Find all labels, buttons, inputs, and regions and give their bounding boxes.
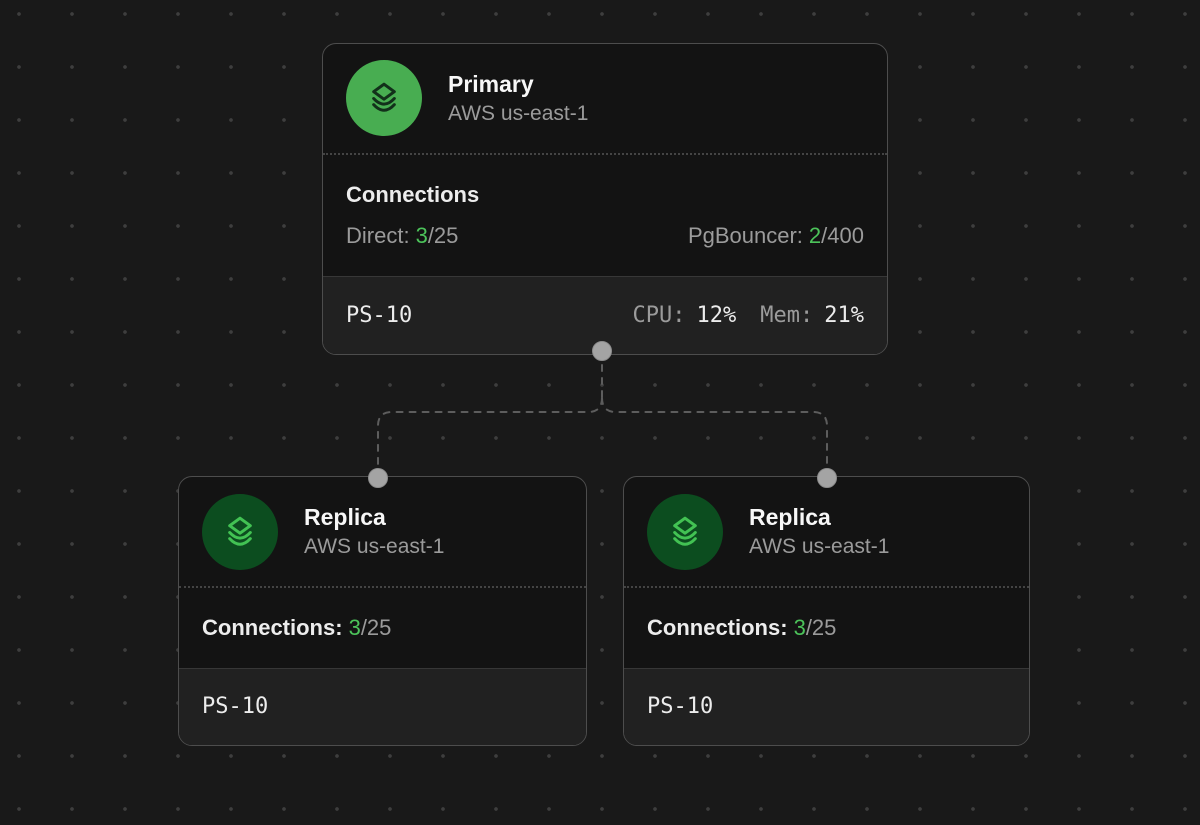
pgbouncer-max: /400: [821, 222, 864, 248]
edge-primary-to-replica-left: [377, 397, 603, 471]
node-region: AWS us-east-1: [304, 535, 445, 559]
direct-label: Direct:: [346, 222, 410, 248]
pgbouncer-current: 2: [808, 222, 822, 248]
replica-node-right[interactable]: Replica AWS us-east-1 Connections:3/25 P…: [623, 476, 1030, 746]
replica-left-body: Connections:3/25: [179, 588, 586, 667]
connections-label: Connections:: [202, 614, 343, 640]
direct-connections-metric: Direct:3/25: [346, 223, 458, 249]
replica-left-titles: Replica AWS us-east-1: [304, 504, 444, 560]
resource-stats: CPU: 12% Mem: 21%: [633, 303, 864, 328]
connections-metric: Connections:3/25: [202, 615, 563, 641]
replica-node-left[interactable]: Replica AWS us-east-1 Connections:3/25 P…: [178, 476, 587, 746]
pgbouncer-label: PgBouncer:: [687, 222, 803, 248]
connections-current: 3: [793, 614, 806, 640]
primary-node[interactable]: Primary AWS us-east-1 Connections Direct…: [322, 43, 888, 355]
layers-icon: [346, 60, 422, 137]
direct-current: 3: [415, 222, 428, 248]
direct-max: /25: [427, 222, 459, 248]
replica-right-target-handle[interactable]: [817, 468, 837, 488]
cpu-label: CPU:: [632, 303, 686, 329]
replica-left-header: Replica AWS us-east-1: [179, 477, 586, 589]
primary-node-header: Primary AWS us-east-1: [323, 44, 887, 155]
connections-row: Direct:3/25 PgBouncer:2/400: [346, 223, 864, 249]
node-title: Primary: [448, 70, 534, 97]
cpu-value: 12%: [696, 303, 737, 329]
connections-current: 3: [348, 614, 361, 640]
layers-icon: [647, 493, 723, 570]
connections-metric: Connections:3/25: [647, 615, 1006, 641]
replica-right-header: Replica AWS us-east-1: [624, 477, 1029, 589]
node-region: AWS us-east-1: [448, 101, 589, 125]
connections-max: /25: [360, 614, 392, 640]
layers-icon: [202, 493, 278, 570]
primary-node-titles: Primary AWS us-east-1: [448, 71, 588, 127]
connections-max: /25: [805, 614, 837, 640]
connections-heading: Connections: [346, 181, 480, 207]
mem-value: 21%: [824, 303, 864, 329]
node-title: Replica: [304, 503, 386, 530]
connections-label: Connections:: [647, 614, 788, 640]
replica-left-target-handle[interactable]: [368, 468, 388, 488]
instance-size-badge: PS-10: [647, 694, 714, 720]
replica-right-body: Connections:3/25: [624, 588, 1029, 667]
mem-label: Mem:: [760, 303, 814, 329]
primary-source-handle[interactable]: [592, 341, 612, 361]
node-region: AWS us-east-1: [749, 535, 890, 559]
replica-left-footer: PS-10: [179, 667, 586, 745]
edge-primary-to-replica-right: [601, 397, 828, 471]
replica-right-footer: PS-10: [624, 667, 1029, 745]
instance-size-badge: PS-10: [346, 303, 413, 329]
replica-right-titles: Replica AWS us-east-1: [749, 504, 889, 560]
primary-node-body: Connections Direct:3/25 PgBouncer:2/400: [323, 155, 887, 277]
node-title: Replica: [749, 503, 831, 530]
pgbouncer-connections-metric: PgBouncer:2/400: [688, 223, 864, 249]
instance-size-badge: PS-10: [202, 694, 269, 720]
